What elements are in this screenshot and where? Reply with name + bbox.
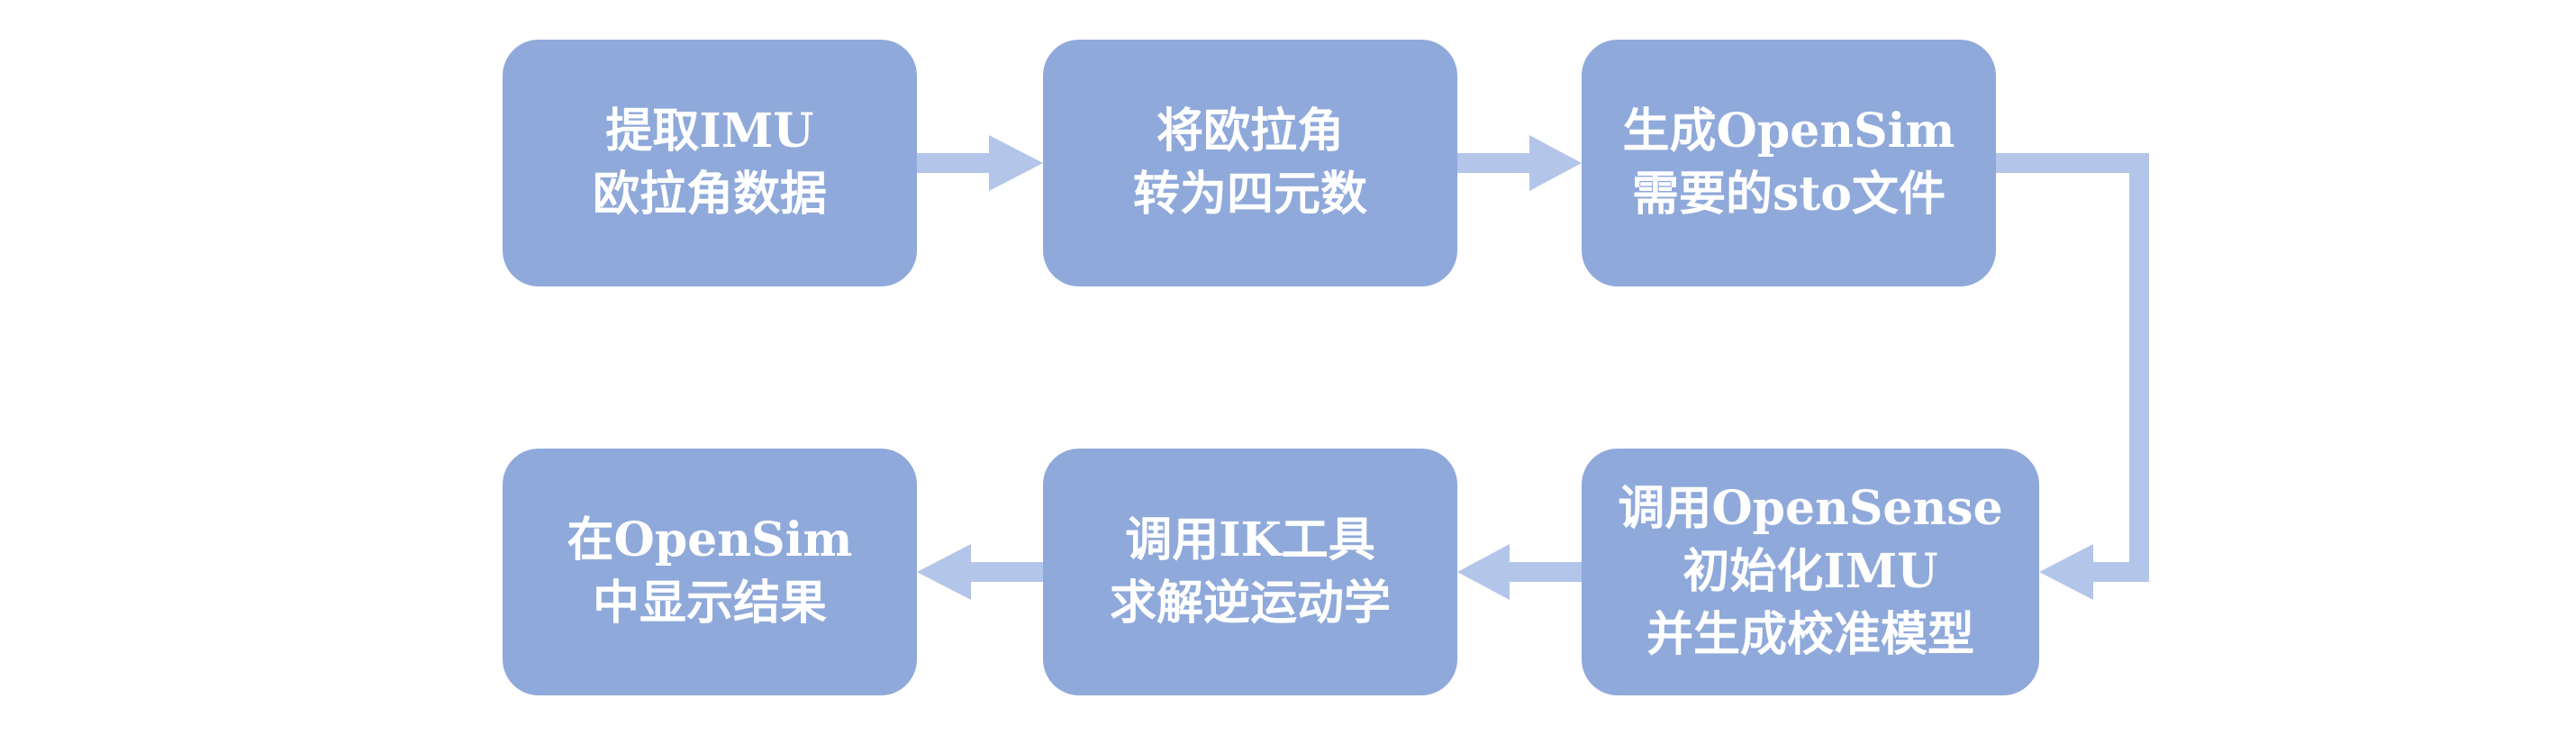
step-generate-sto-file: 生成OpenSim 需要的sto文件 (1582, 40, 1996, 286)
step-opensense-calibration: 调用OpenSense 初始化IMU 并生成校准模型 (1582, 449, 2039, 695)
step-label-line: 初始化IMU (1683, 544, 1938, 599)
step-label-line: 求解逆运动学 (1109, 576, 1391, 631)
arrow-step3-to-step4 (1996, 153, 2149, 600)
step-ik-tool-solve: 调用IK工具 求解逆运动学 (1043, 449, 1457, 695)
arrow-step2-to-step3 (1457, 135, 1582, 191)
step-extract-imu-euler: 提取IMU 欧拉角数据 (503, 40, 917, 286)
step-label-line: 在OpenSim (567, 513, 853, 567)
step-label-line: 提取IMU (605, 104, 814, 159)
arrow-step1-to-step2 (917, 135, 1043, 191)
step-label-line: 生成OpenSim (1622, 104, 1955, 159)
step-label-line: 转为四元数 (1132, 167, 1367, 222)
step-display-results: 在OpenSim 中显示结果 (503, 449, 917, 695)
step-label-line: 调用IK工具 (1125, 513, 1375, 567)
step-label-line: 中显示结果 (592, 576, 827, 631)
arrow-step5-to-step6 (917, 544, 1043, 600)
arrow-step4-to-step5 (1457, 544, 1582, 600)
step-label-line: 需要的sto文件 (1632, 167, 1946, 222)
step-label-line: 并生成校准模型 (1646, 607, 1974, 662)
step-euler-to-quaternion: 将欧拉角 转为四元数 (1043, 40, 1457, 286)
step-label-line: 欧拉角数据 (592, 167, 827, 222)
step-label-line: 将欧拉角 (1156, 104, 1344, 159)
step-label-line: 调用OpenSense (1618, 481, 2003, 536)
